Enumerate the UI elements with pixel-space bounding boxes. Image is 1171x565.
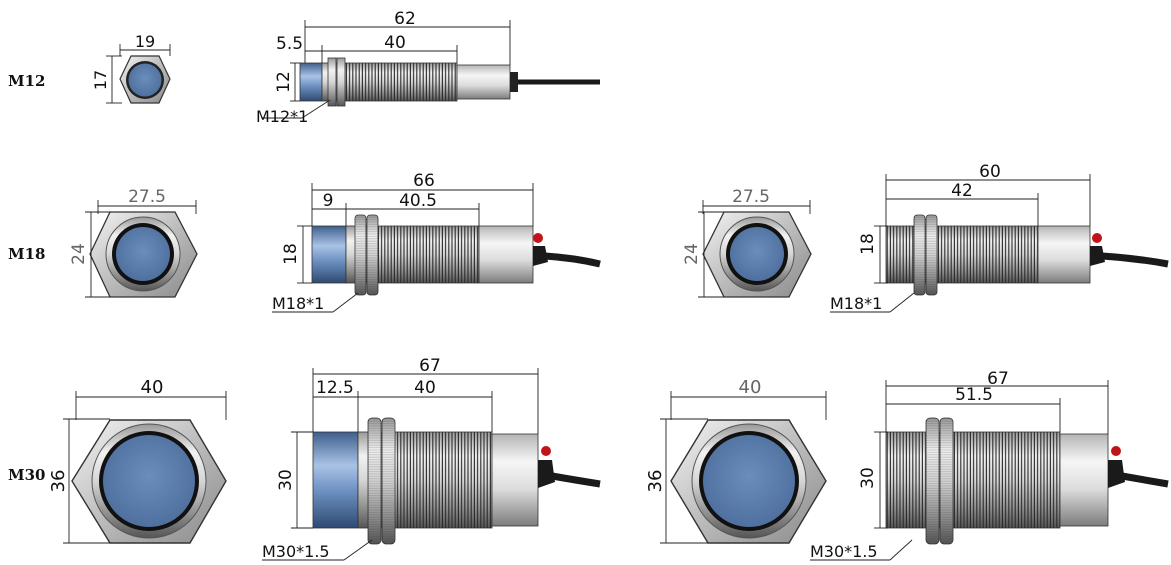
m18a-thread-length-label: 40.5 bbox=[399, 191, 437, 211]
m18a-face-length-label: 9 bbox=[323, 191, 334, 211]
m30a-thread-spec-label: M30*1.5 bbox=[262, 542, 330, 561]
m12-side-view: 62 5.5 40 12 M12*1 bbox=[256, 9, 600, 126]
m18a-diameter-label: 18 bbox=[281, 243, 301, 265]
m30b-hex-height-label: 36 bbox=[645, 470, 666, 493]
m12-thread-spec-label: M12*1 bbox=[256, 107, 308, 126]
m30b-hex-width-label: 40 bbox=[739, 377, 762, 398]
m18b-diameter-label: 18 bbox=[858, 233, 878, 255]
m12-diameter-label: 12 bbox=[274, 71, 294, 93]
m12-hex-height-label: 17 bbox=[91, 70, 110, 90]
row-label-m30: M30 bbox=[8, 466, 45, 484]
m12-total-length-label: 62 bbox=[394, 9, 416, 29]
m30b-total-length-label: 67 bbox=[987, 369, 1009, 389]
m18b-hex-front-view: 27.5 24 bbox=[682, 187, 812, 298]
m30a-hex-height-label: 36 bbox=[48, 470, 69, 493]
m30a-hex-front-view: 40 36 bbox=[48, 377, 227, 544]
row-label-m12: M12 bbox=[8, 72, 45, 90]
m30b-hex-front-view: 40 36 bbox=[645, 377, 827, 544]
m30a-face-length-label: 12.5 bbox=[316, 378, 354, 398]
m18b-thread-length-label: 42 bbox=[951, 181, 973, 201]
m18a-thread-spec-label: M18*1 bbox=[272, 294, 324, 313]
m18b-thread-spec-label: M18*1 bbox=[830, 294, 882, 313]
m12-hex-width-label: 19 bbox=[135, 32, 155, 51]
m30a-side-view: 67 12.5 40 30 M30*1.5 bbox=[262, 356, 601, 561]
m18a-total-length-label: 66 bbox=[413, 171, 435, 191]
m30b-thread-spec-label: M30*1.5 bbox=[810, 542, 878, 561]
m18a-hex-front-view: 27.5 24 bbox=[69, 187, 198, 298]
m18b-hex-width-label: 27.5 bbox=[732, 187, 770, 207]
m18b-side-view: 60 42 18 M18*1 bbox=[830, 162, 1169, 313]
m30b-side-view: 67 51.5 30 M30*1.5 bbox=[810, 369, 1169, 561]
m12-face-length-label: 5.5 bbox=[276, 34, 303, 54]
m30b-diameter-label: 30 bbox=[858, 467, 878, 489]
m18b-total-length-label: 60 bbox=[979, 162, 1001, 182]
m30a-thread-length-label: 40 bbox=[414, 378, 436, 398]
m12-hex-front-view: 19 17 bbox=[91, 32, 171, 104]
m18a-side-view: 66 9 40.5 18 M18*1 bbox=[272, 171, 601, 313]
m18b-hex-height-label: 24 bbox=[682, 243, 702, 265]
m18a-hex-height-label: 24 bbox=[69, 243, 89, 265]
m30a-hex-width-label: 40 bbox=[141, 377, 164, 398]
m18a-hex-width-label: 27.5 bbox=[128, 187, 166, 207]
m30a-total-length-label: 67 bbox=[419, 356, 441, 376]
row-label-m18: M18 bbox=[8, 245, 45, 263]
m30a-diameter-label: 30 bbox=[276, 469, 296, 491]
m12-thread-length-label: 40 bbox=[384, 33, 406, 53]
m30b-thread-length-label: 51.5 bbox=[955, 385, 993, 405]
